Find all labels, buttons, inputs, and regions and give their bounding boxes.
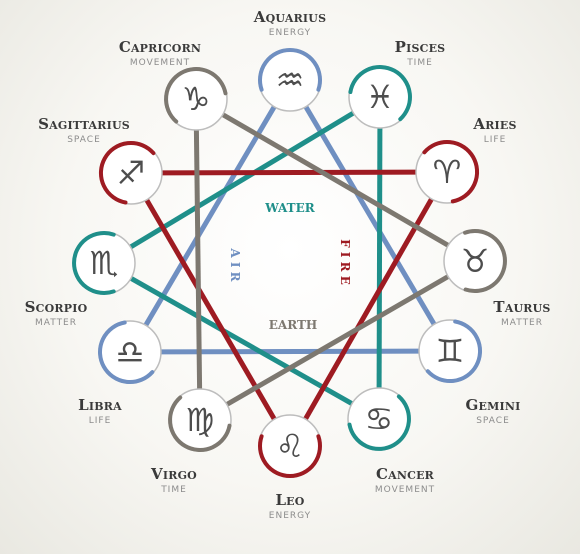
sign-name-aquarius: Aquarius (253, 8, 327, 26)
sign-name-gemini: Gemini (465, 396, 521, 414)
label-aquarius: Aquarius ENERGY (240, 10, 340, 38)
sign-circle-taurus: ♉ (443, 229, 507, 293)
label-sagittarius: Sagittarius SPACE (24, 117, 144, 145)
label-aries: Aries LIFE (445, 117, 545, 145)
sign-ring-capricorn (164, 67, 228, 124)
sign-circle-aquarius: ♒ (258, 48, 322, 112)
triangle-edge-earth (193, 129, 203, 390)
sign-ring-aries (422, 139, 480, 204)
sign-quality-pisces: TIME (407, 58, 433, 68)
sign-circle-scorpio: ♏ (72, 231, 136, 295)
sign-quality-virgo: TIME (161, 485, 187, 495)
sign-name-aries: Aries (473, 115, 517, 133)
sign-quality-cancer: MOVEMENT (374, 485, 436, 495)
label-pisces: Pisces TIME (370, 40, 470, 68)
triangle-edge-air (303, 105, 437, 326)
triangle-edge-fire (144, 198, 277, 421)
sign-ring-cancer (347, 394, 411, 451)
sign-ring-libra (98, 320, 155, 384)
sign-circle-leo: ♌ (258, 414, 322, 478)
sign-quality-aquarius: ENERGY (268, 28, 312, 38)
sign-ring-gemini (425, 319, 483, 383)
triangle-edge-air (160, 348, 420, 355)
element-label-fire: F I R E (338, 239, 352, 285)
aries-glyph-icon: ♈ (433, 153, 462, 191)
sign-ring-taurus (463, 229, 507, 293)
label-leo: Leo ENERGY (240, 493, 340, 521)
triangle-edge-earth (221, 112, 450, 248)
sign-ring-pisces (348, 65, 412, 122)
triangle-edge-earth (225, 274, 450, 407)
sign-circle-cancer: ♋ (347, 387, 411, 451)
triangle-edge-air (143, 105, 277, 327)
gemini-glyph-icon: ♊ (436, 332, 465, 370)
pisces-glyph-icon: ♓ (366, 78, 395, 116)
sign-quality-leo: ENERGY (268, 511, 312, 521)
label-gemini: Gemini SPACE (443, 398, 543, 426)
sign-name-cancer: Cancer (375, 465, 434, 483)
libra-glyph-icon: ♎ (116, 333, 145, 371)
sagittarius-glyph-icon: ♐ (117, 154, 146, 192)
label-cancer: Cancer MOVEMENT (355, 467, 455, 495)
sign-name-libra: Libra (78, 396, 122, 414)
sign-name-virgo: Virgo (151, 465, 197, 483)
sign-circle-virgo: ♍ (168, 388, 232, 452)
sign-circle-libra: ♎ (98, 320, 162, 384)
sign-quality-aries: LIFE (483, 135, 507, 145)
sign-ring-sagittarius (99, 141, 156, 205)
sign-circle-sagittarius: ♐ (99, 141, 163, 205)
sign-quality-sagittarius: SPACE (67, 135, 101, 145)
taurus-glyph-icon: ♉ (461, 242, 490, 280)
sign-ring-leo (258, 434, 322, 478)
leo-glyph-icon: ♌ (276, 427, 305, 465)
element-label-earth: EARTH (269, 318, 318, 332)
sign-quality-taurus: MATTER (501, 318, 543, 328)
sign-name-pisces: Pisces (394, 38, 446, 56)
scorpio-glyph-icon: ♏ (90, 244, 119, 282)
aquarius-glyph-icon: ♒ (276, 61, 305, 99)
label-scorpio: Scorpio MATTER (6, 300, 106, 328)
label-taurus: Taurus MATTER (472, 300, 572, 328)
label-capricorn: Capricorn MOVEMENT (100, 40, 220, 68)
cancer-glyph-icon: ♋ (365, 400, 394, 438)
triangle-edge-fire (161, 169, 417, 176)
sign-quality-scorpio: MATTER (35, 318, 77, 328)
element-label-water: WATER (264, 201, 315, 215)
sign-quality-libra: LIFE (88, 416, 112, 426)
sign-name-scorpio: Scorpio (24, 298, 88, 316)
sign-circle-aries: ♈ (415, 139, 480, 204)
sign-name-capricorn: Capricorn (118, 38, 202, 56)
sign-circle-gemini: ♊ (418, 319, 483, 383)
label-libra: Libra LIFE (50, 398, 150, 426)
sign-name-sagittarius: Sagittarius (38, 115, 130, 133)
triangle-edge-water (129, 276, 354, 406)
sign-name-taurus: Taurus (493, 298, 551, 316)
element-triangles (129, 105, 450, 421)
sign-ring-scorpio (72, 231, 116, 295)
sign-circle-pisces: ♓ (348, 65, 412, 129)
sign-circle-capricorn: ♑ (164, 67, 228, 131)
element-label-air: A I R (228, 247, 242, 282)
sign-name-leo: Leo (275, 491, 305, 509)
sign-ring-virgo (168, 395, 232, 452)
label-virgo: Virgo TIME (124, 467, 224, 495)
triangle-edge-water (129, 110, 355, 250)
sign-quality-gemini: SPACE (476, 416, 510, 426)
sign-quality-capricorn: MOVEMENT (129, 58, 191, 68)
triangle-edge-fire (303, 197, 434, 421)
sign-ring-aquarius (258, 48, 322, 92)
element-labels: WATER EARTH A I R F I R E (228, 201, 352, 332)
triangle-edge-water (376, 127, 383, 389)
capricorn-glyph-icon: ♑ (182, 80, 211, 118)
virgo-glyph-icon: ♍ (186, 401, 215, 439)
sign-circles: ♒ ♓ ♈ ♉ ♊ ♋ ♌ ♍ ♎ ♏ ♐ ♑ (72, 48, 507, 478)
